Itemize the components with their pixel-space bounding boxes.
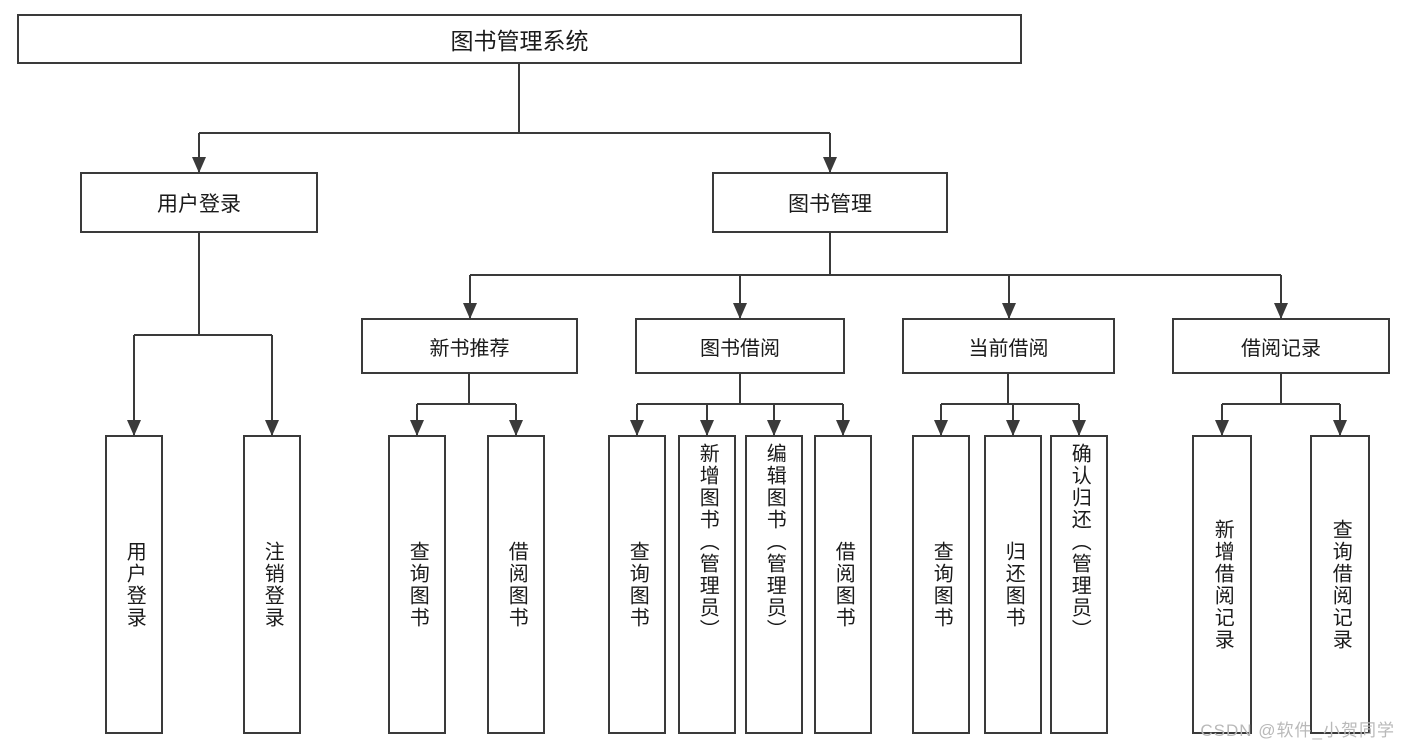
node-new-book-recommend[interactable]: 新书推荐 <box>361 318 578 374</box>
node-leaf-query-book-3[interactable]: 查询图书 <box>912 435 970 734</box>
connector-drop <box>416 404 418 435</box>
arrowhead-icon <box>1006 420 1020 436</box>
connector-drop <box>1012 404 1014 435</box>
connector-stem <box>1007 374 1009 404</box>
arrowhead-icon <box>1072 420 1086 436</box>
arrowhead-icon <box>1001 303 1016 319</box>
arrowhead-icon <box>836 420 850 436</box>
node-leaf-query-borrow-record[interactable]: 查询借阅记录 <box>1310 435 1370 734</box>
arrowhead-icon <box>265 420 279 436</box>
node-label: 查询图书 <box>930 540 953 629</box>
connector-bus <box>417 403 516 405</box>
node-label: 新书推荐 <box>429 337 510 360</box>
connector-stem <box>468 374 470 404</box>
arrowhead-icon <box>509 420 523 436</box>
arrowhead-icon <box>934 420 948 436</box>
node-leaf-query-book-1[interactable]: 查询图书 <box>388 435 446 734</box>
arrowhead-icon <box>767 420 781 436</box>
arrowhead-icon <box>1333 420 1347 436</box>
connector-drop <box>636 404 638 435</box>
arrowhead-icon <box>630 420 644 436</box>
connector-bus <box>134 334 272 336</box>
connector-drop <box>1280 275 1282 318</box>
node-label: 借阅图书 <box>505 540 528 629</box>
arrowhead-icon <box>733 303 747 319</box>
node-label: 查询图书 <box>626 540 649 629</box>
connector-stem <box>198 233 200 335</box>
node-label: 借阅记录 <box>1241 337 1321 360</box>
connector-bus <box>1222 403 1340 405</box>
node-leaf-borrow-book-1[interactable]: 借阅图书 <box>487 435 545 734</box>
node-leaf-add-book-admin[interactable]: 新增图书（管理员） <box>678 435 736 734</box>
connector-drop <box>271 335 273 435</box>
node-label: 确认归还（管理员） <box>1068 443 1091 641</box>
arrowhead-icon <box>1215 420 1229 436</box>
connector-stem <box>518 64 520 133</box>
connector-bus <box>469 274 1281 276</box>
node-leaf-query-book-2[interactable]: 查询图书 <box>608 435 666 734</box>
node-book-borrow[interactable]: 图书借阅 <box>635 318 845 374</box>
connector-bus <box>637 403 843 405</box>
connector-drop <box>773 404 775 435</box>
node-book-manage[interactable]: 图书管理 <box>712 172 948 233</box>
node-label: 用户登录 <box>123 540 146 629</box>
connector-drop <box>940 404 942 435</box>
arrowhead-icon <box>192 157 206 173</box>
arrowhead-icon <box>700 420 714 436</box>
node-leaf-user-login[interactable]: 用户登录 <box>105 435 163 734</box>
node-label: 查询借阅记录 <box>1329 518 1352 651</box>
connector-drop <box>468 275 471 318</box>
node-borrow-record[interactable]: 借阅记录 <box>1172 318 1390 374</box>
node-label: 图书借阅 <box>700 337 780 360</box>
node-leaf-logout[interactable]: 注销登录 <box>243 435 301 734</box>
arrowhead-icon <box>127 420 141 436</box>
connector-drop <box>198 133 200 172</box>
node-leaf-return-book[interactable]: 归还图书 <box>984 435 1042 734</box>
connector-drop <box>706 404 708 435</box>
node-label: 图书管理 <box>788 192 872 216</box>
connector-drop <box>1221 404 1223 435</box>
connector-drop <box>1339 404 1341 435</box>
arrowhead-icon <box>823 157 837 173</box>
node-leaf-edit-book-admin[interactable]: 编辑图书（管理员） <box>745 435 803 734</box>
node-leaf-confirm-return-admin[interactable]: 确认归还（管理员） <box>1050 435 1108 734</box>
node-label: 归还图书 <box>1002 540 1025 629</box>
connector-drop <box>133 335 135 435</box>
connector-stem <box>829 233 831 275</box>
node-leaf-borrow-book-2[interactable]: 借阅图书 <box>814 435 872 734</box>
arrowhead-icon <box>410 420 424 436</box>
connector-bus <box>199 132 830 134</box>
node-label: 图书管理系统 <box>450 28 589 54</box>
connector-drop <box>515 404 517 435</box>
arrowhead-icon <box>462 303 477 319</box>
connector-stem <box>1280 374 1282 404</box>
node-current-borrow[interactable]: 当前借阅 <box>902 318 1115 374</box>
node-label: 新增图书（管理员） <box>696 443 719 641</box>
node-label: 注销登录 <box>261 540 284 629</box>
connector-drop <box>1007 275 1010 318</box>
connector-drop <box>1078 404 1080 435</box>
node-leaf-add-borrow-record[interactable]: 新增借阅记录 <box>1192 435 1252 734</box>
node-user-login[interactable]: 用户登录 <box>80 172 318 233</box>
connector-drop <box>829 133 831 172</box>
connector-stem <box>739 374 741 404</box>
connector-drop <box>739 275 741 318</box>
connector-bus <box>941 403 1079 405</box>
node-label: 编辑图书（管理员） <box>763 443 786 641</box>
node-label: 借阅图书 <box>832 540 855 629</box>
node-label: 新增借阅记录 <box>1211 518 1234 651</box>
node-root[interactable]: 图书管理系统 <box>17 14 1022 64</box>
node-label: 用户登录 <box>157 192 241 216</box>
node-label: 当前借阅 <box>968 337 1049 360</box>
node-label: 查询图书 <box>406 540 429 629</box>
connector-drop <box>842 404 844 435</box>
arrowhead-icon <box>1274 303 1288 319</box>
